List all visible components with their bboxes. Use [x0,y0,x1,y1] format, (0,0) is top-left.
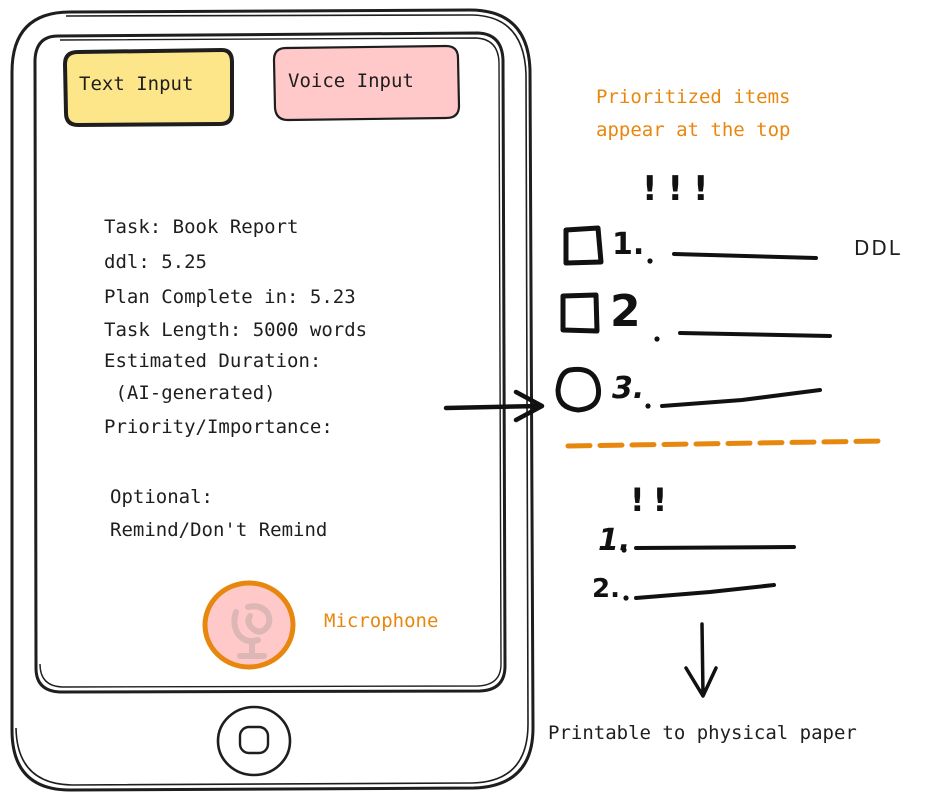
phone-screen-frame-sketch [39,37,502,688]
form-priority[interactable]: Priority/Importance: [104,416,333,438]
ddl-label: DDL [854,236,902,260]
phone-outer-frame [10,8,535,792]
form-plan-complete[interactable]: Plan Complete in: 5.23 [104,286,356,308]
high-priority-line-1 [672,252,818,260]
form-ddl[interactable]: ddl: 5.25 [104,251,207,273]
phone-outer-frame-sketch [15,14,529,786]
phone-screen-frame [33,31,507,694]
flow-arrow [443,389,545,423]
home-button[interactable] [216,705,292,777]
print-note: Printable to physical paper [548,722,857,744]
low-priority-number-1: 1. [598,523,631,558]
print-arrow [684,622,718,698]
checkbox-2[interactable] [560,292,600,334]
high-priority-line-2 [678,331,832,338]
text-input-button[interactable] [63,48,234,127]
microphone-icon [231,603,273,659]
form-task[interactable]: Task: Book Report [104,216,299,238]
high-priority-number-2: 2 [610,286,641,337]
text-input-label: Text Input [79,73,194,95]
task-form: Task: Book Report ddl: 5.25 Plan Complet… [104,216,454,541]
dot-1 [647,258,653,264]
low-priority-line-2 [634,583,776,600]
checkbox-1[interactable] [563,225,604,266]
low-priority-number-2: 2. [592,574,620,604]
dot-4 [621,547,627,553]
high-priority-marks: !!! [642,169,719,209]
dot-5 [623,595,629,601]
form-optional-heading: Optional: [110,486,213,508]
form-ai-generated: (AI-generated) [104,382,276,404]
form-remind-toggle[interactable]: Remind/Don't Remind [110,519,328,541]
home-button-inner [238,725,270,755]
low-priority-marks: !! [630,481,676,519]
voice-input-label: Voice Input [288,70,414,92]
voice-input-button[interactable] [272,44,461,122]
priority-note-line1: Prioritized items [596,86,791,108]
checkbox-3[interactable] [555,366,602,413]
high-priority-number-3: 3. [612,371,645,406]
microphone-label: Microphone [324,610,439,632]
form-estimated-duration: Estimated Duration: [104,350,322,372]
priority-divider [565,438,885,449]
priority-note-line2: appear at the top [596,119,791,141]
dot-2 [654,336,660,342]
low-priority-line-1 [634,545,796,550]
high-priority-number-1: 1. [612,227,645,262]
dot-3 [645,403,651,409]
high-priority-line-3 [660,388,822,408]
form-task-length[interactable]: Task Length: 5000 words [104,319,368,341]
